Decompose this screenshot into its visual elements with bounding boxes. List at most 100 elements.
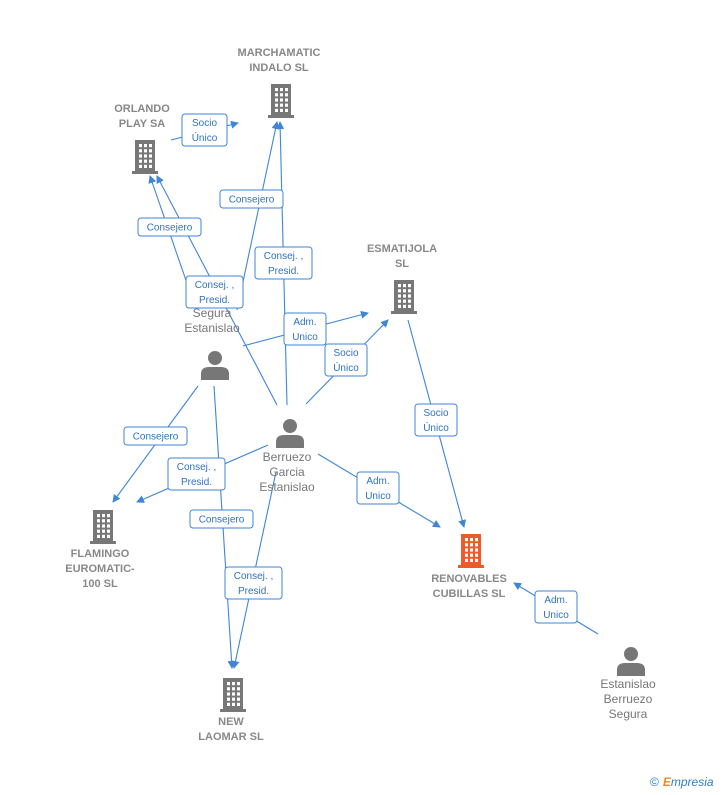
edge-label-box — [185, 275, 244, 309]
person-icon — [276, 419, 304, 448]
edge-label-text: Consejero — [199, 515, 245, 526]
edge-label-e5[interactable]: Consej. , Presid. — [254, 246, 313, 280]
node-label-berruezo: Garcia — [269, 465, 305, 479]
building-icon — [90, 510, 116, 544]
brand-name: mpresia — [670, 775, 714, 789]
edge-label-e12[interactable]: Consejero — [189, 509, 254, 529]
node-esmatijola[interactable]: ESMATIJOLA SL — [367, 243, 437, 314]
edge-line-e2 — [236, 121, 280, 311]
edge-label-box — [283, 312, 327, 346]
node-newlaomar[interactable]: NEW LAOMAR SL — [198, 678, 264, 743]
edge-label-text: Único — [423, 421, 449, 434]
edge-label-box — [167, 457, 226, 491]
node-label-newlaomar: NEW — [218, 716, 244, 728]
node-label-segura: Segura — [193, 306, 232, 320]
edge-label-box — [254, 246, 313, 280]
edge-label-e14[interactable]: Adm. Unico — [534, 590, 578, 624]
building-icon — [391, 280, 417, 314]
edge-label-text: Adm. — [366, 476, 389, 487]
building-icon — [268, 84, 294, 118]
edge-label-text: Unico — [292, 332, 318, 343]
edge-label-box — [137, 217, 202, 237]
edge-label-e11[interactable]: Adm. Unico — [356, 471, 400, 505]
person-icon — [201, 351, 229, 380]
node-label-esmatijola: ESMATIJOLA — [367, 243, 437, 255]
edge-label-text: Consej. , — [234, 571, 273, 582]
edge-label-e6[interactable]: Adm. Unico — [283, 312, 327, 346]
edge-label-box — [123, 426, 188, 446]
node-orlando[interactable]: ORLANDO PLAY SA — [114, 103, 170, 174]
edge-label-text: Consejero — [133, 432, 179, 443]
edge-label-text: Adm. — [544, 595, 567, 606]
edge-label-e13[interactable]: Consej. , Presid. — [224, 566, 283, 600]
nodes: MARCHAMATIC INDALO SL ORLANDO PLAY SA ESMATI… — [65, 47, 656, 743]
building-icon — [132, 140, 158, 174]
edge-label-text: Único — [333, 361, 359, 374]
node-label-marchamatic: MARCHAMATIC — [238, 47, 321, 59]
node-label-esmatijola: SL — [395, 258, 409, 270]
node-label-berruezo: Estanislao — [259, 480, 315, 494]
node-label-newlaomar: LAOMAR SL — [198, 731, 264, 743]
edge-label-box — [181, 113, 228, 147]
edge-label-e3[interactable]: Consejero — [137, 217, 202, 237]
edge-label-text: Socio — [192, 118, 217, 129]
node-flamingo[interactable]: FLAMINGO EUROMATIC- 100 SL — [65, 510, 135, 590]
edge-label-text: Consej. , — [195, 280, 234, 291]
building-icon — [220, 678, 246, 712]
node-renovables[interactable]: RENOVABLES CUBILLAS SL — [431, 534, 507, 600]
node-label-renovables: CUBILLAS SL — [433, 588, 506, 600]
edge-lines — [112, 120, 599, 669]
node-label-orlando: ORLANDO — [114, 103, 170, 115]
edge-label-text: Presid. — [238, 586, 269, 597]
edge-label-text: Consejero — [229, 195, 275, 206]
edge-label-text: Socio — [423, 408, 448, 419]
building-icon — [458, 534, 484, 568]
node-label-estanislao: Estanislao — [600, 677, 656, 691]
edge-label-e10[interactable]: Consej. , Presid. — [167, 457, 226, 491]
node-label-flamingo: FLAMINGO — [71, 548, 130, 560]
node-marchamatic[interactable]: MARCHAMATIC INDALO SL — [238, 47, 321, 118]
node-label-berruezo: Berruezo — [263, 450, 312, 464]
edge-label-box — [414, 403, 458, 437]
edge-label-text: Presid. — [181, 477, 212, 488]
node-label-marchamatic: INDALO SL — [249, 62, 309, 74]
node-label-estanislao: Berruezo — [604, 692, 653, 706]
node-label-renovables: RENOVABLES — [431, 573, 507, 585]
edge-label-text: Socio — [333, 348, 358, 359]
brand-watermark[interactable]: ©Empresia — [650, 775, 714, 789]
copyright-symbol: © — [650, 775, 659, 789]
edge-label-box — [224, 566, 283, 600]
edge-label-e4[interactable]: Consej. , Presid. — [185, 275, 244, 309]
edge-label-text: Presid. — [199, 295, 230, 306]
edge-label-box — [324, 343, 368, 377]
node-label-flamingo: 100 SL — [82, 578, 118, 590]
edge-label-box — [534, 590, 578, 624]
node-label-estanislao: Segura — [609, 707, 648, 721]
edge-label-e9[interactable]: Consejero — [123, 426, 188, 446]
node-label-flamingo: EUROMATIC- — [65, 563, 135, 575]
edge-label-text: Consej. , — [264, 251, 303, 262]
edge-label-box — [189, 509, 254, 529]
edge-label-text: Presid. — [268, 266, 299, 277]
brand-logo-letter: E — [662, 775, 671, 789]
edge-label-text: Único — [192, 131, 218, 144]
edge-label-box — [356, 471, 400, 505]
edge-label-box — [219, 189, 284, 209]
node-label-orlando: PLAY SA — [119, 118, 166, 130]
edge-label-text: Unico — [543, 610, 569, 621]
edge-label-text: Consej. , — [177, 462, 216, 473]
node-label-segura: Estanislao — [184, 321, 240, 335]
edge-label-text: Unico — [365, 491, 391, 502]
edge-label-e2[interactable]: Consejero — [219, 189, 284, 209]
person-icon — [617, 647, 645, 676]
edge-label-text: Consejero — [147, 223, 193, 234]
edge-label-text: Adm. — [293, 317, 316, 328]
